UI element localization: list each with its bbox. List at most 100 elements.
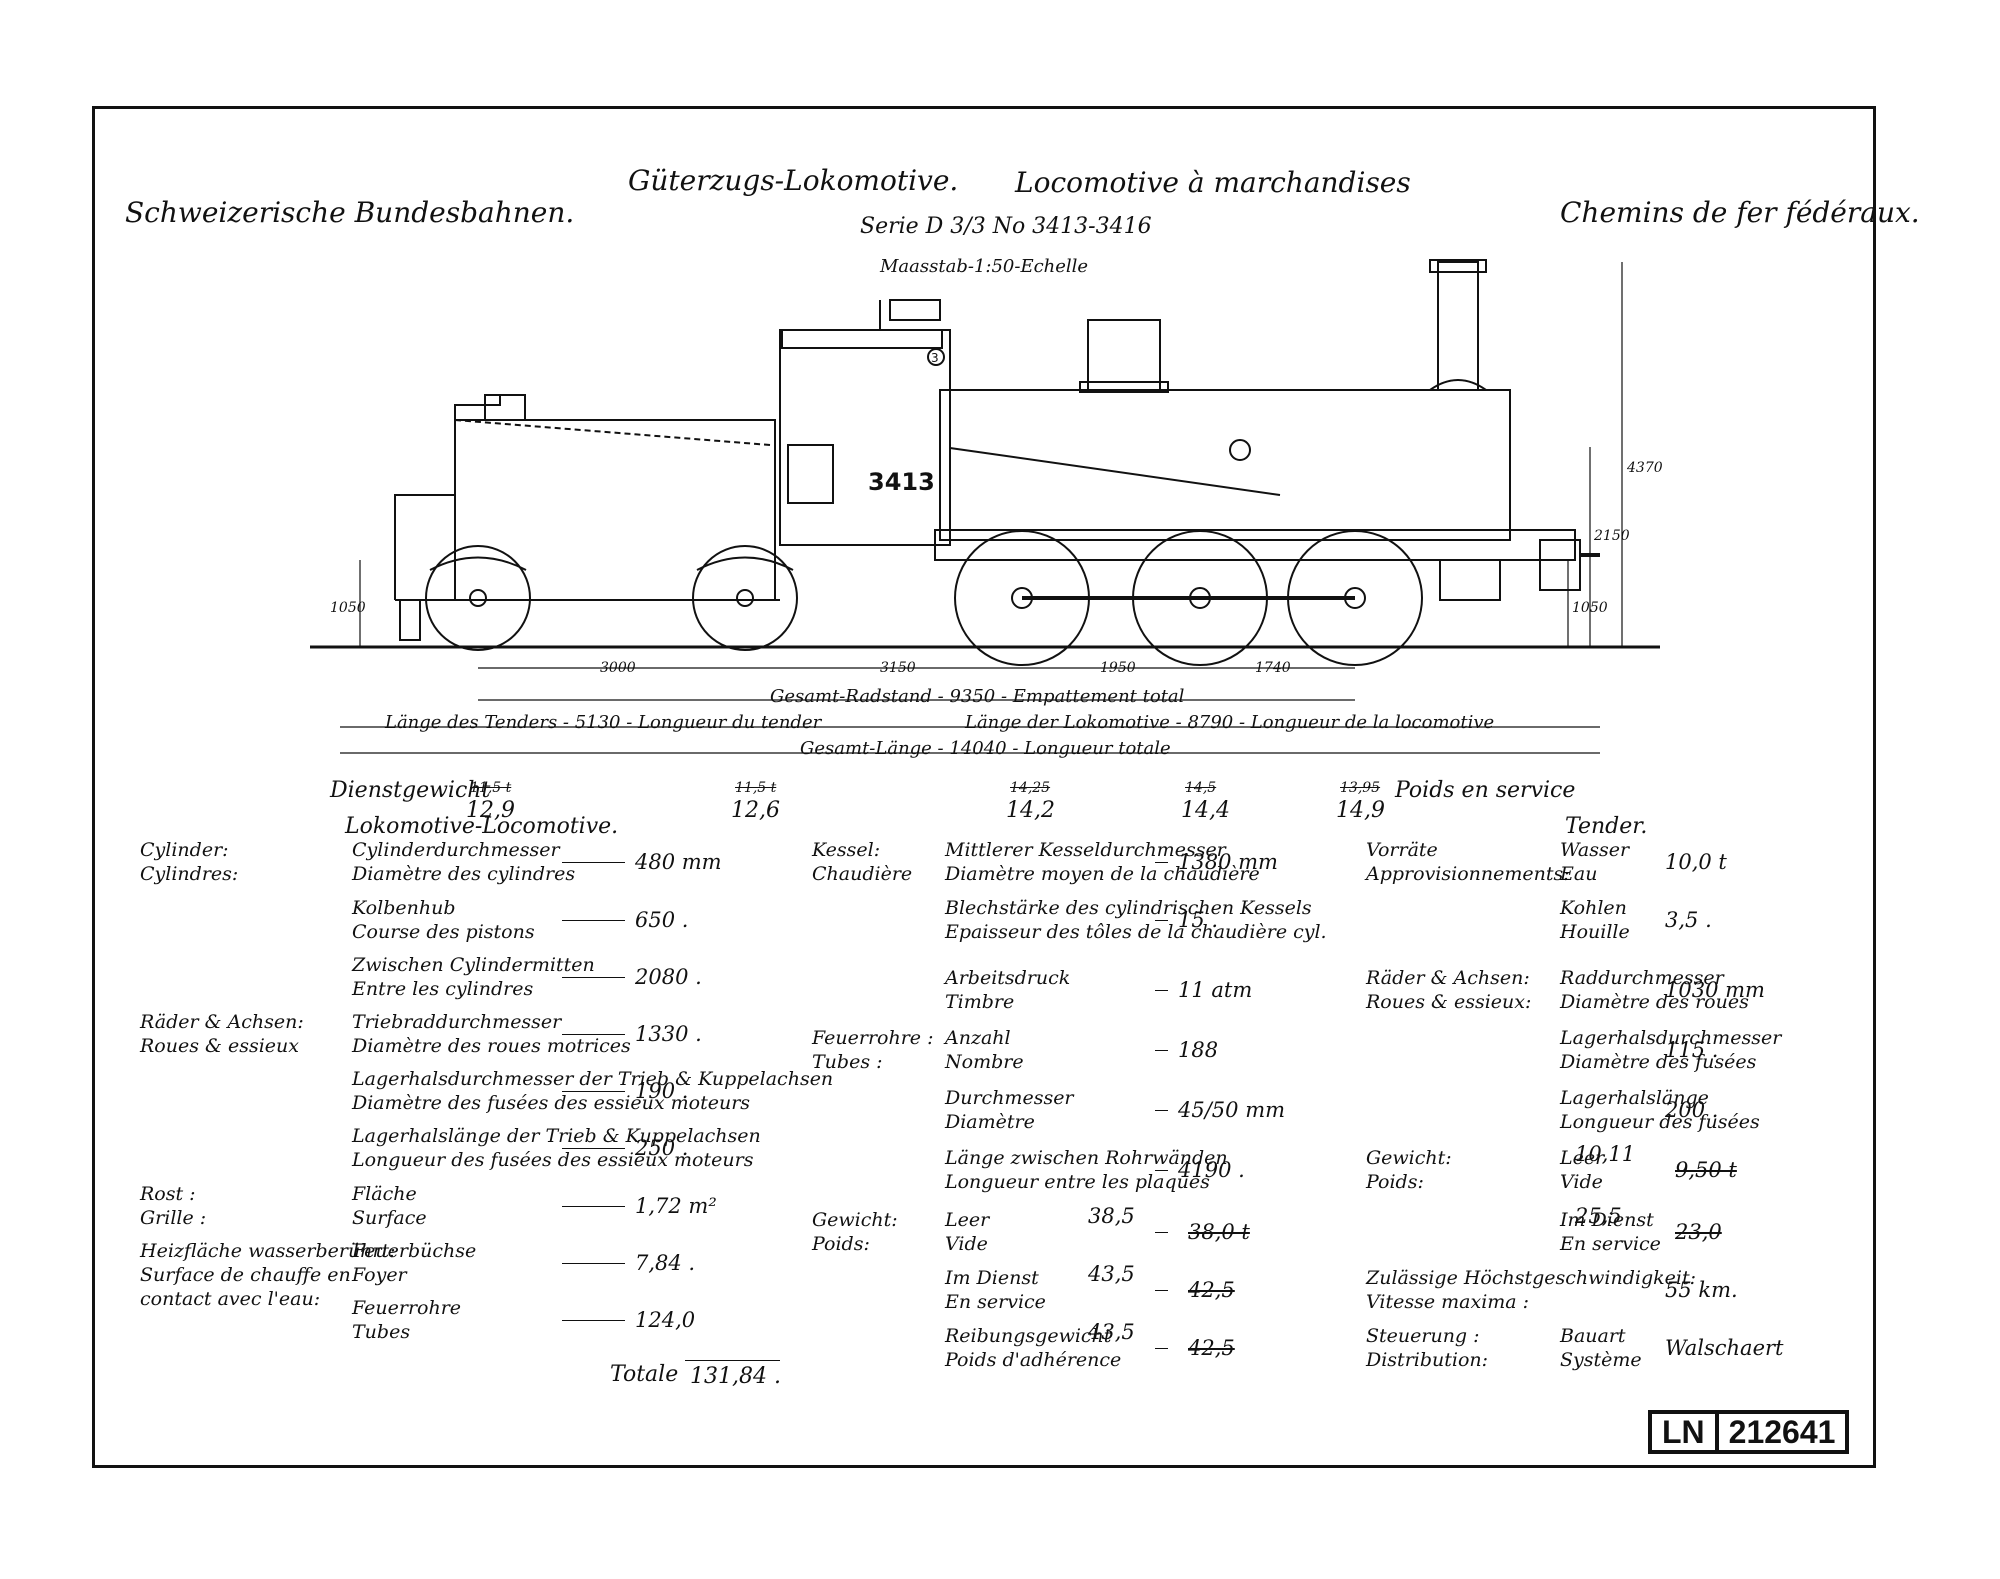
spec-leader [562,1091,625,1092]
archive-stamp: LN 212641 [1648,1410,1850,1454]
spec-value-old: 9,50 t [1675,1158,1737,1182]
spec-leader [1155,1348,1168,1349]
spec-value: 10,0 t [1665,850,1727,874]
spec-value: 10,11 [1575,1142,1636,1166]
spec-leader [1155,1290,1168,1291]
group-label: Räder & Achsen:Roues & essieux: [1366,967,1532,1013]
axle-weight: 14,4 [1181,798,1230,823]
steam-dome [1087,319,1161,391]
spec-leader [562,1320,625,1321]
spec-leader [562,1148,625,1149]
axle-weight-old: 13,95 [1340,780,1381,796]
axle-weight-old: 14,25 [1010,780,1051,796]
dim-buffer-loco: 1050 [1572,600,1608,616]
tender-wheel-1 [425,545,531,651]
tender-wheel-2 [692,545,798,651]
spec-value-old: 42,5 [1188,1278,1235,1302]
header-right: Chemins de fer fédéraux. [1560,196,1920,229]
spec-value: 480 mm [635,850,722,874]
spec-value: 124,0 [635,1308,696,1332]
spec-value: 250 . [635,1136,689,1160]
spec-value: 1380 mm [1178,850,1278,874]
spec-leader [562,862,625,863]
dim-wheelbase-2: 3150 [880,660,916,676]
series-label: Serie D 3/3 No 3413-3416 [860,214,1152,239]
axle-weight: 14,9 [1336,798,1385,823]
loco-number: 3413 [868,468,935,496]
dim-height-boiler: 2150 [1594,528,1630,544]
group-label: Rost :Grille : [140,1183,207,1229]
section-tender: Tender. [1565,814,1648,839]
spec-leader [1155,862,1168,863]
spec-value-old: 38,0 t [1188,1220,1250,1244]
spec-value: 45/50 mm [1178,1098,1286,1122]
spec-value: 4190 . [1178,1158,1245,1182]
spec-value: 38,5 [1088,1204,1135,1228]
spec-value: 55 km. [1665,1278,1738,1302]
axle-weight-old: 11,5 t [735,780,777,796]
spec-value: 25,5 [1575,1204,1622,1228]
spec-value: 200 . [1665,1098,1719,1122]
spec-value: Walschaert [1665,1336,1784,1360]
tender-coal-bunker [394,494,455,600]
spec-leader [1155,1050,1168,1051]
dim-wheelbase-4: 1740 [1255,660,1291,676]
chimney [1437,261,1479,391]
spec-leader [1155,1232,1168,1233]
spec-value: 190 . [635,1079,689,1103]
group-label: Heizfläche wasserberührt:Surface de chau… [140,1240,396,1310]
title-de: Güterzugs-Lokomotive. [628,164,959,197]
spec-leader [562,977,625,978]
title-fr: Locomotive à marchandises [1015,166,1411,199]
spec-leader [562,1263,625,1264]
header-left: Schweizerische Bundesbahnen. [125,196,575,229]
spec-leader [562,920,625,921]
spec-value: 7,84 . [635,1251,696,1275]
spec-value: 15 . [1178,908,1219,932]
dim-loco-length: Länge der Lokomotive - 8790 - Longueur d… [965,712,1495,733]
spec-value: 1330 . [635,1022,702,1046]
stamp-number: 212641 [1728,1414,1836,1450]
axle-weight: 12,6 [731,798,780,823]
total-value: 131,84 . [690,1364,781,1389]
dim-total-length: Gesamt-Länge - 14040 - Longueur totale [800,738,1171,759]
axle-weight: 14,2 [1006,798,1055,823]
tender-tank [454,419,776,601]
cylinder [1439,559,1501,601]
group-label: Kessel:Chaudière [812,839,913,885]
spec-value: 1,72 m² [635,1194,717,1218]
stamp-prefix: LN [1662,1414,1705,1450]
group-label: Steuerung :Distribution: [1366,1325,1489,1371]
dim-tender-length: Länge des Tenders - 5130 - Longueur du t… [385,712,822,733]
spec-value-old: 23,0 [1675,1220,1722,1244]
spec-leader [562,1034,625,1035]
spec-value: 115 . [1665,1038,1719,1062]
plate-number: 3 [931,351,939,365]
spec-leader [1155,990,1168,991]
tender-filler [484,394,526,421]
scale-label: Maasstab-1:50-Echelle [880,256,1089,277]
cab [779,329,951,546]
dim-buffer-tender: 1050 [330,600,366,616]
dim-total-wheelbase: Gesamt-Radstand - 9350 - Empattement tot… [770,686,1185,707]
total-label: Totale [610,1362,679,1387]
total-rule [685,1360,780,1361]
group-label: Cylinder:Cylindres: [140,839,239,885]
spec-value: 1030 mm [1665,978,1765,1002]
dim-height-total: 4370 [1627,460,1663,476]
